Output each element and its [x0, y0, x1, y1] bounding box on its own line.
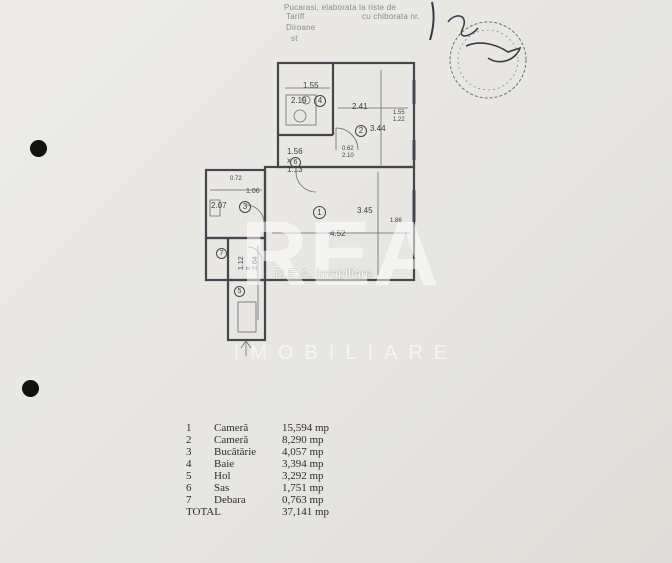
dim-452: 4.52	[330, 229, 346, 238]
room-name: Debara	[214, 494, 246, 506]
room-marker-6: 6	[290, 157, 301, 168]
stamp-line-3: cu chiborata nr.	[362, 12, 420, 21]
stamp-line-2: Tariff	[286, 12, 305, 21]
room-number: 7	[186, 494, 192, 506]
dim-344: 3.44	[370, 124, 386, 133]
dim-122: 1.22	[393, 117, 405, 123]
room-name: Cameră	[214, 434, 249, 446]
room-marker-3: 3	[239, 201, 251, 213]
dim-207: 2.07	[211, 201, 227, 210]
room-name: Sas	[214, 482, 230, 494]
room-number: 6	[186, 482, 192, 494]
room-number: 2	[186, 434, 192, 446]
room-name: Hol	[214, 470, 231, 482]
room-number: 4	[186, 458, 192, 470]
total-label: TOTAL	[186, 506, 221, 518]
dim-062: 0.62	[342, 146, 354, 152]
room-area: 0,763 mp	[282, 494, 324, 506]
dim-155: 1.55	[303, 81, 319, 90]
total-row: TOTAL 37,141 mp	[186, 507, 335, 519]
room-marker-7: 7	[216, 248, 227, 259]
room-marker-5: 5	[234, 286, 245, 297]
walls	[204, 61, 416, 342]
dim-072: 0.72	[230, 176, 242, 182]
table-row: 6 Sas 1,751 mp	[186, 483, 335, 495]
binder-hole-bottom	[22, 380, 39, 397]
stamp-line-1: Pucarasi, elaborata la riste de	[284, 3, 397, 12]
dim-186: 1.86	[390, 218, 402, 224]
room-marker-2: 2	[355, 125, 367, 137]
room-name: Bucătărie	[214, 446, 257, 458]
watermark-subtitle: IMOBILIARE	[233, 342, 459, 364]
room-marker-1: 1	[313, 206, 326, 219]
stamp-line-5: st	[291, 34, 298, 43]
table-row: 3 Bucătărie 4,057 mp	[186, 447, 335, 459]
room-number: 5	[186, 470, 192, 482]
signature-stamp	[429, 1, 527, 99]
dim-219: 2.19	[291, 96, 307, 105]
room-number: 3	[186, 446, 192, 458]
binder-hole-top	[30, 140, 47, 157]
table-row: 1 Cameră 15,594 mp	[186, 423, 335, 435]
room-number: 1	[186, 422, 192, 434]
dim-106: 1.06	[246, 188, 260, 195]
room-area: 1,751 mp	[282, 482, 324, 494]
dim-210: 2.10	[342, 153, 354, 159]
room-area: 8,290 mp	[282, 434, 324, 446]
watermark-logo: REA	[240, 203, 442, 305]
table-row: 5 Hol 3,292 mp	[186, 471, 335, 483]
room-name: Cameră	[214, 422, 249, 434]
room-area: 3,394 mp	[282, 458, 324, 470]
table-row: 2 Cameră 8,290 mp	[186, 435, 335, 447]
dim-241: 2.41	[352, 102, 368, 111]
stamp-line-4: Diroane	[286, 23, 316, 32]
dim-156x113: 1.56 x 1.13	[287, 147, 303, 174]
room-marker-4: 4	[314, 95, 326, 107]
room-area: 3,292 mp	[282, 470, 324, 482]
table-row: 4 Baie 3,394 mp	[186, 459, 335, 471]
total-area: 37,141 mp	[282, 506, 330, 518]
room-area: 15,594 mp	[282, 422, 330, 434]
dim-345: 3.45	[357, 206, 373, 215]
dim-155b: 1.55	[393, 110, 405, 116]
watermark-label: R.E.A. Imobiliare	[275, 266, 373, 281]
room-area: 4,057 mp	[282, 446, 324, 458]
table-row: 7 Debara 0,763 mp	[186, 495, 335, 507]
room-name: Baie	[214, 458, 235, 470]
